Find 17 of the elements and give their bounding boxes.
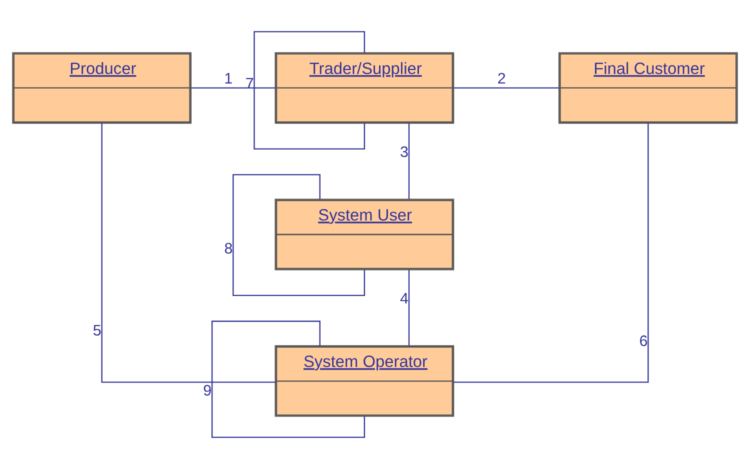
connector bbox=[454, 122, 649, 382]
edge-label: 3 bbox=[400, 143, 409, 160]
edge-label: 6 bbox=[639, 332, 648, 350]
edge-label: 4 bbox=[400, 290, 409, 307]
connector bbox=[191, 86, 275, 88]
connector bbox=[408, 269, 410, 345]
connector bbox=[232, 174, 366, 296]
connector bbox=[254, 30, 366, 149]
edge-label: 5 bbox=[92, 322, 102, 339]
connector bbox=[454, 86, 559, 88]
connector bbox=[408, 122, 410, 198]
edge-label: 1 bbox=[224, 70, 233, 88]
connector bbox=[101, 122, 276, 382]
edge-label: 9 bbox=[203, 382, 212, 400]
edge-label: 8 bbox=[224, 240, 233, 258]
connector bbox=[211, 320, 366, 438]
edge-label: 2 bbox=[497, 70, 506, 88]
